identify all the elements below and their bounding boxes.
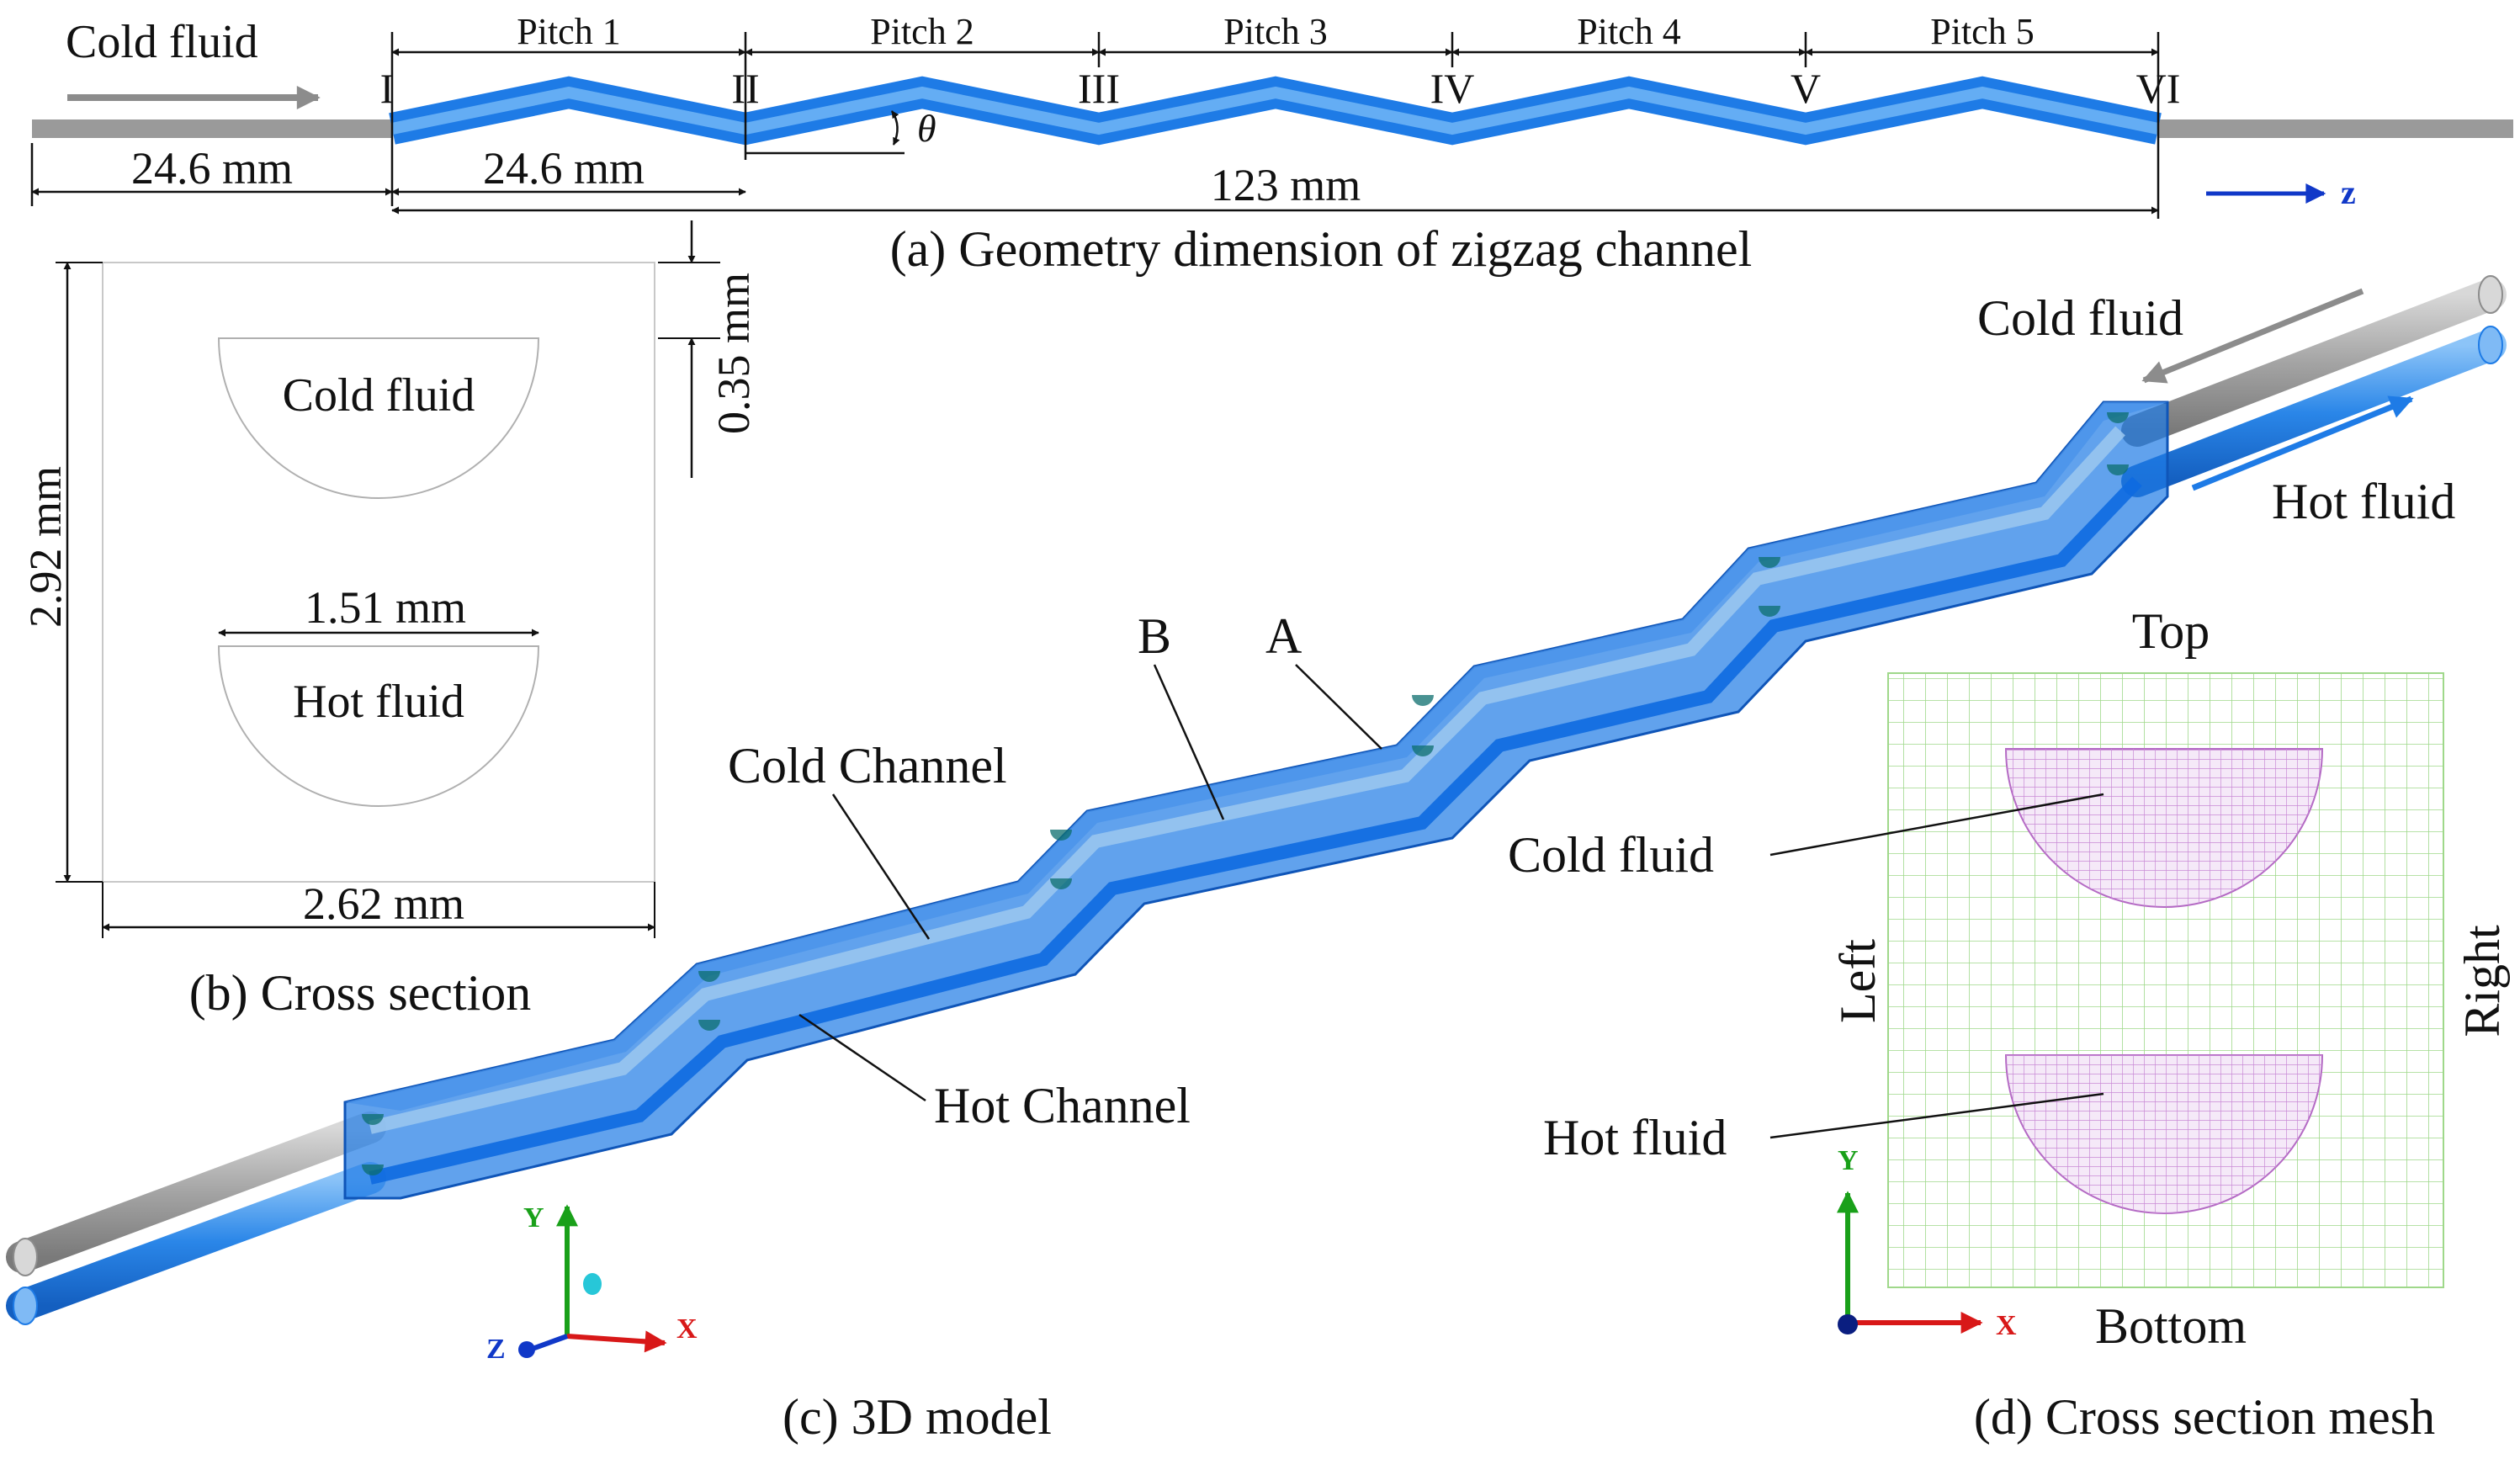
station-iii-label: III: [1078, 65, 1120, 112]
z-axis-3d-label: Z: [486, 1334, 506, 1365]
cold-fluid-3d-label: Cold fluid: [1977, 290, 2183, 346]
cold-fluid-semicircle: [217, 337, 540, 499]
panel-a-geometry: Cold fluid Pitch 1 Pitch 2 Pitch 3 Pitch…: [30, 11, 2513, 277]
z-axis-3d: [528, 1334, 569, 1352]
mesh-right-label: Right: [2454, 925, 2510, 1037]
cold-outlet-pipe: [6, 1111, 386, 1273]
hot-fluid-3d-label: Hot fluid: [2272, 474, 2455, 529]
pitch-3-label: Pitch 3: [1223, 11, 1327, 52]
mesh-left-label: Left: [1830, 939, 1886, 1023]
panel-d-caption: (d) Cross section mesh: [1974, 1389, 2435, 1445]
cold-inlet-end: [2478, 275, 2503, 314]
cold-channel-leader: [831, 793, 931, 940]
inlet-pipe: [32, 119, 392, 138]
pitch-4-label: Pitch 4: [1577, 11, 1680, 52]
theta-arc: [890, 110, 900, 146]
z-axis-dot: [518, 1341, 535, 1358]
bottom-dimension-arrows: [31, 188, 2159, 215]
station-vi-label: VI: [2136, 65, 2181, 112]
panel-b-cross-section: Cold fluid Hot fluid 1.51 mm 2.92 mm 2.6…: [20, 220, 759, 1021]
hot-pipe-end: [13, 1287, 38, 1325]
panel-a-caption: (a) Geometry dimension of zigzag channel: [890, 221, 1753, 277]
hot-fluid-mesh-grid: [2006, 1055, 2322, 1213]
mesh-hot-fluid-leader: [1769, 1092, 2104, 1139]
hot-fluid-semicircle: [217, 645, 540, 807]
pitch-1-label: Pitch 1: [517, 11, 620, 52]
hot-channel-label: Hot Channel: [934, 1078, 1191, 1133]
diameter-dimension: 1.51 mm: [305, 582, 466, 633]
channel-corner-markers: [362, 412, 2129, 1175]
station-i-label: I: [380, 65, 395, 112]
x-axis-3d: [566, 1330, 667, 1353]
cold-fluid-section-label: Cold fluid: [283, 369, 475, 422]
panel-d-mesh: Top Bottom Left Right Cold fluid Hot flu…: [1508, 603, 2510, 1445]
cold-inlet-pipe: [2121, 279, 2507, 447]
station-iv-label: IV: [1430, 65, 1475, 112]
zigzag-channel-inner: [390, 86, 2160, 135]
hot-channel-leader: [798, 1013, 926, 1102]
hot-inlet-pipe: [6, 1162, 386, 1322]
outlet-pipe: [2158, 119, 2513, 138]
axis-triad-3d: Y X Z: [486, 1202, 698, 1365]
pitch-2-label: Pitch 2: [870, 11, 974, 52]
origin-marker-icon: [583, 1273, 602, 1295]
cold-fluid-inflow-arrow: [2141, 288, 2364, 384]
cold-fluid-inlet-label: Cold fluid: [66, 16, 258, 68]
mesh-hot-fluid-label: Hot fluid: [1543, 1110, 1727, 1165]
gap-dimension: 0.35 mm: [708, 273, 759, 434]
height-dimension: 2.92 mm: [20, 466, 71, 628]
pitch-5-label: Pitch 5: [1930, 11, 2034, 52]
mesh-cold-fluid-label: Cold fluid: [1508, 827, 1714, 883]
cold-pipe-end: [13, 1238, 38, 1276]
point-b-leader: [1153, 664, 1225, 820]
cold-channel-label: Cold Channel: [728, 738, 1007, 793]
cold-channel-line: [369, 426, 2125, 1134]
point-a-leader: [1295, 664, 1382, 750]
x-axis-2d-label: X: [1996, 1310, 2017, 1341]
theta-symbol: θ: [917, 107, 936, 150]
point-a-label: A: [1265, 608, 1302, 664]
station-v-label: V: [1791, 65, 1821, 112]
hot-fluid-section-label: Hot fluid: [293, 676, 464, 728]
hot-outlet-pipe: [2121, 329, 2507, 497]
inlet-length-dimension: 24.6 mm: [131, 143, 293, 194]
total-length-dimension: 123 mm: [1211, 160, 1361, 210]
panel-c-3d-model: Cold fluid Hot fluid Cold Channel Hot Ch…: [6, 275, 2507, 1445]
point-b-label: B: [1138, 608, 1171, 664]
pitch-length-dimension: 24.6 mm: [483, 143, 645, 194]
station-ii-label: II: [731, 65, 759, 112]
panel-b-caption: (b) Cross section: [189, 965, 532, 1021]
x-axis-3d-label: X: [676, 1313, 698, 1345]
mesh-bottom-label: Bottom: [2095, 1298, 2247, 1354]
axis-2d: Y X: [1837, 1145, 2017, 1341]
hot-fluid-outflow-arrow: [2191, 395, 2414, 491]
y-axis-2d-label: Y: [1838, 1145, 1859, 1176]
mesh-top-label: Top: [2132, 603, 2210, 659]
mesh-cold-fluid-leader: [1769, 793, 2104, 857]
hot-outlet-end: [2478, 326, 2503, 364]
y-axis-3d-label: Y: [523, 1202, 544, 1234]
origin-dot: [1838, 1314, 1858, 1334]
hot-channel-line: [369, 476, 2142, 1185]
panel-c-caption: (c) 3D model: [783, 1389, 1052, 1445]
cross-section-outline: [102, 262, 655, 883]
z-axis-label: z: [2341, 173, 2356, 211]
cold-fluid-mesh-grid: [2006, 749, 2322, 907]
width-dimension: 2.62 mm: [303, 878, 464, 929]
